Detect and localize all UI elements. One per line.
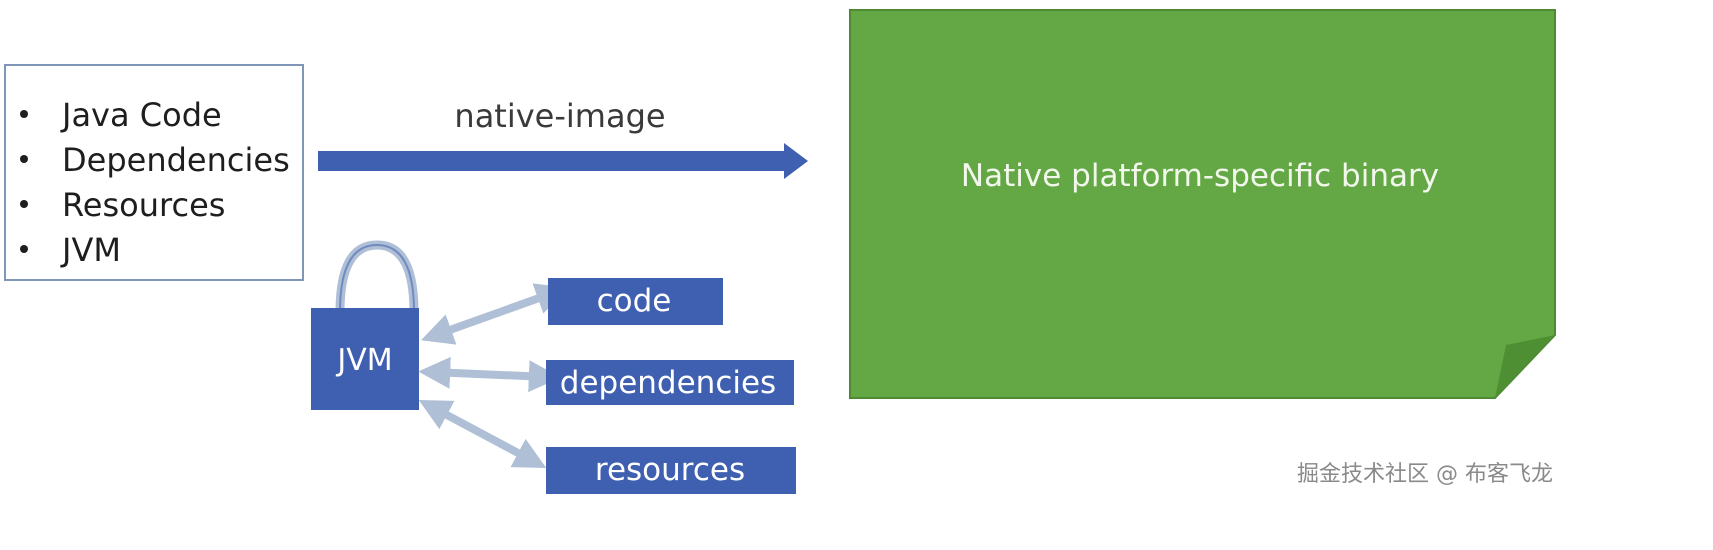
arrow-shaft [318, 151, 786, 171]
bullet-dot [20, 155, 28, 163]
input-list: Java Code Dependencies Resources JVM [20, 96, 290, 269]
tag-dependencies-label: dependencies [560, 365, 776, 401]
tag-dependencies-box [546, 360, 794, 405]
input-item-resources: Resources [62, 186, 225, 224]
native-image-label: native-image [454, 97, 665, 135]
bullet-dot [20, 200, 28, 208]
tag-code-box [548, 278, 723, 325]
input-list-item: Resources [20, 186, 225, 224]
tag-resources-box [546, 447, 796, 494]
binary-page-curl [1495, 335, 1555, 398]
input-list-item: Dependencies [20, 141, 290, 179]
input-item-java-code: Java Code [60, 96, 222, 134]
tag-dependencies: dependencies [546, 360, 794, 405]
tag-code: code [548, 278, 723, 325]
tag-resources: resources [546, 447, 796, 494]
input-list-item: Java Code [20, 96, 222, 134]
bullet-dot [20, 110, 28, 118]
bullet-dot [20, 245, 28, 253]
native-image-arrow [318, 143, 808, 179]
tag-code-label: code [597, 283, 672, 319]
input-item-jvm: JVM [60, 231, 121, 269]
jvm-handle [335, 240, 419, 313]
binary-body [849, 9, 1556, 399]
jvm-block: JVM [311, 240, 419, 410]
tag-resources-label: resources [595, 452, 745, 488]
jvm-handle-outline [339, 243, 415, 313]
arrow-jvm-dependencies [418, 356, 561, 393]
input-item-dependencies: Dependencies [62, 141, 290, 179]
watermark: 掘金技术社区 @ 布客飞龙 [1297, 462, 1553, 487]
input-box: Java Code Dependencies Resources JVM [4, 64, 304, 281]
arrow-jvm-resources [418, 399, 547, 469]
native-binary-box: Native platform-specific binary [849, 9, 1556, 399]
jvm-box [311, 308, 419, 410]
arrow-head [784, 143, 808, 179]
input-box-frame [4, 64, 304, 281]
arrow-jvm-code [420, 283, 569, 345]
input-list-item: JVM [20, 231, 121, 269]
native-binary-label: Native platform-specific binary [961, 158, 1439, 194]
jvm-label: JVM [335, 343, 392, 378]
